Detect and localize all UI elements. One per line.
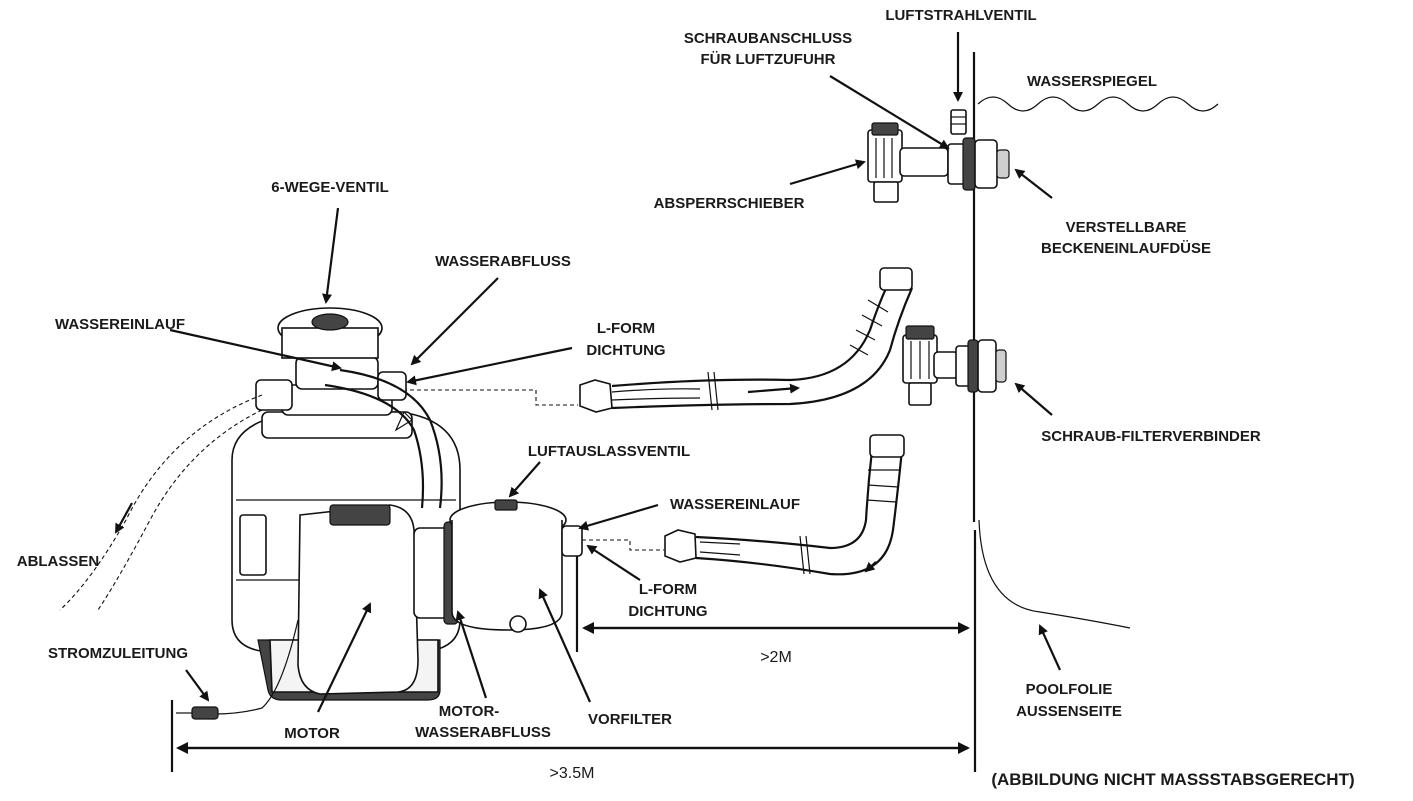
label-ablassen: ABLASSEN	[17, 553, 100, 570]
label-luftstrahlventil: LUFTSTRAHLVENTIL	[885, 7, 1036, 24]
water-surface-wave	[977, 96, 1219, 112]
arrow-poolfolie	[1038, 624, 1062, 671]
label-verstellbare-line1: VERSTELLBARE	[1066, 219, 1187, 236]
label-stromzuleitung: STROMZULEITUNG	[48, 645, 188, 662]
arrow-wasserabfluss	[410, 277, 499, 366]
return-hose-top	[579, 267, 914, 413]
arrow-motor	[317, 602, 372, 713]
label-wassereinlauf-top: WASSEREINLAUF	[55, 316, 185, 333]
label-schraubanschluss-line2: FÜR LUFTZUFUHR	[701, 51, 836, 68]
dimension-3-5m	[170, 700, 970, 772]
filter-connector-assembly	[902, 325, 1007, 406]
arrow-wassereinlauf-top	[169, 328, 342, 372]
label-lform-bottom-line2: DICHTUNG	[628, 603, 707, 620]
arrow-schraubanschluss	[829, 75, 950, 150]
suction-hose-bottom	[664, 434, 905, 576]
label-wasserspiegel: WASSERSPIEGEL	[1027, 73, 1157, 90]
dimension-2m	[575, 556, 970, 652]
pump-unit	[176, 368, 583, 720]
label-schraubanschluss-line1: SCHRAUBANSCHLUSS	[684, 30, 852, 47]
label-wasserabfluss: WASSERABFLUSS	[435, 253, 571, 270]
label-poolfolie-line1: POOLFOLIE	[1026, 681, 1113, 698]
label-6-wege-ventil: 6-WEGE-VENTIL	[271, 179, 389, 196]
label-verstellbare-line2: BECKENEINLAUFDÜSE	[1041, 240, 1211, 257]
dimension-label-3-5m: >3.5M	[550, 765, 595, 782]
arrow-luftauslassventil	[508, 461, 541, 498]
not-to-scale-note: (ABBILDUNG NICHT MASSSTABSGERECHT)	[991, 770, 1354, 789]
arrow-wassereinlauf-bottom	[578, 503, 659, 531]
label-absperrschieber: ABSPERRSCHIEBER	[654, 195, 805, 212]
label-poolfolie-line2: AUSSENSEITE	[1016, 703, 1122, 720]
label-luftauslassventil: LUFTAUSLASSVENTIL	[528, 443, 690, 460]
label-lform-top-line1: L-FORM	[597, 320, 655, 337]
label-wassereinlauf-bottom: WASSEREINLAUF	[670, 496, 800, 513]
arrow-stromzuleitung	[185, 669, 210, 702]
label-motor-wasserabfluss-line2: WASSERABFLUSS	[415, 724, 551, 741]
label-schraub-filterverbinder: SCHRAUB-FILTERVERBINDER	[1041, 428, 1261, 445]
arrow-6-wege-ventil	[322, 207, 340, 304]
pool-wall	[972, 52, 1131, 772]
label-lform-top-line2: DICHTUNG	[586, 342, 665, 359]
arrow-verstellbare	[1014, 168, 1053, 199]
arrow-absperrschieber	[789, 159, 866, 186]
arrow-vorfilter	[538, 588, 592, 703]
dimension-label-2m: >2M	[760, 649, 792, 666]
label-lform-bottom-line1: L-FORM	[639, 581, 697, 598]
label-motor-wasserabfluss-line1: MOTOR-	[439, 703, 500, 720]
arrow-motor-wasserabfluss	[455, 610, 488, 699]
arrow-lform-bottom	[586, 544, 641, 581]
label-vorfilter: VORFILTER	[588, 711, 672, 728]
label-motor: MOTOR	[284, 725, 340, 742]
jet-valve-assembly-top	[867, 109, 1010, 203]
arrow-lform-top	[406, 346, 573, 386]
arrow-schraub-filterverbinder	[1014, 382, 1053, 416]
arrow-ablassen	[115, 502, 133, 534]
